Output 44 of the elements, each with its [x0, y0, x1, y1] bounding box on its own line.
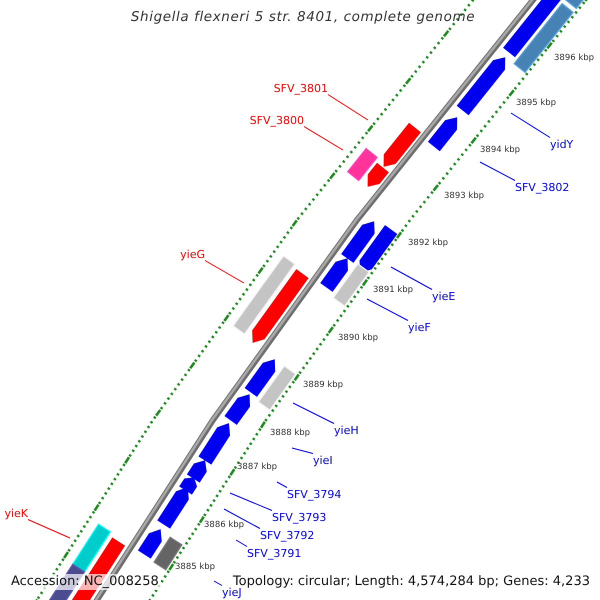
gene-label: yieE	[432, 290, 456, 302]
gene-label: yieG	[180, 248, 205, 260]
gene-label: SFV_3791	[247, 546, 302, 560]
coordinate-label: 3890 kbp	[338, 332, 378, 344]
coordinate-label: 3891 kbp	[373, 284, 414, 296]
coordinate-label: 3885 kbp	[175, 562, 216, 572]
map-title: Shigella flexneri 5 str. 8401, complete genome	[130, 9, 476, 25]
coordinate-label: 3892 kbp	[408, 238, 448, 248]
leader-line	[292, 402, 334, 424]
coordinate-label: 3896 kbp	[554, 52, 594, 64]
leader-line	[510, 112, 550, 138]
coordinate-label: 3886 kbp	[204, 520, 244, 530]
coordinate-label: 3887 kbp	[237, 462, 278, 472]
leader-line	[292, 448, 314, 454]
gene-label: SFV_3794	[287, 488, 342, 500]
gene-label: SFV_3802	[515, 180, 570, 194]
gene-label: SFV_3801	[274, 82, 328, 94]
gene-label: SFV_3792	[260, 528, 314, 542]
leader-line	[276, 482, 288, 488]
leader-line	[366, 298, 408, 321]
coordinate-label: 3888 kbp	[270, 428, 310, 438]
leader-line	[204, 260, 244, 284]
coordinate-label: 3894 kbp	[480, 144, 520, 156]
leader-line	[304, 126, 344, 150]
gene-label: yieH	[334, 424, 359, 436]
genome-summary: Topology: circular; Length: 4,574,284 bp; Genes: 4,233	[230, 574, 592, 590]
gene-label: yieF	[408, 320, 431, 334]
coordinate-label: 3889 kbp	[303, 380, 344, 390]
leader-line	[480, 162, 516, 181]
leader-line	[214, 580, 222, 586]
leader-line	[236, 540, 248, 547]
gene-label: yieI	[313, 454, 333, 466]
gene-label: yieK	[4, 506, 28, 520]
gene-label: SFV_3800	[250, 114, 304, 126]
leader-line	[390, 266, 432, 290]
gene-label: yidY	[550, 138, 574, 150]
coordinate-label: 3895 kbp	[516, 98, 556, 108]
coordinate-label: 3893 kbp	[444, 190, 484, 202]
leader-line	[224, 508, 260, 529]
accession-label: Accession: NC_008258	[9, 574, 161, 590]
gene-label: SFV_3793	[272, 510, 326, 524]
leader-line	[328, 94, 368, 120]
leader-line	[28, 519, 70, 538]
leader-line	[230, 492, 272, 511]
